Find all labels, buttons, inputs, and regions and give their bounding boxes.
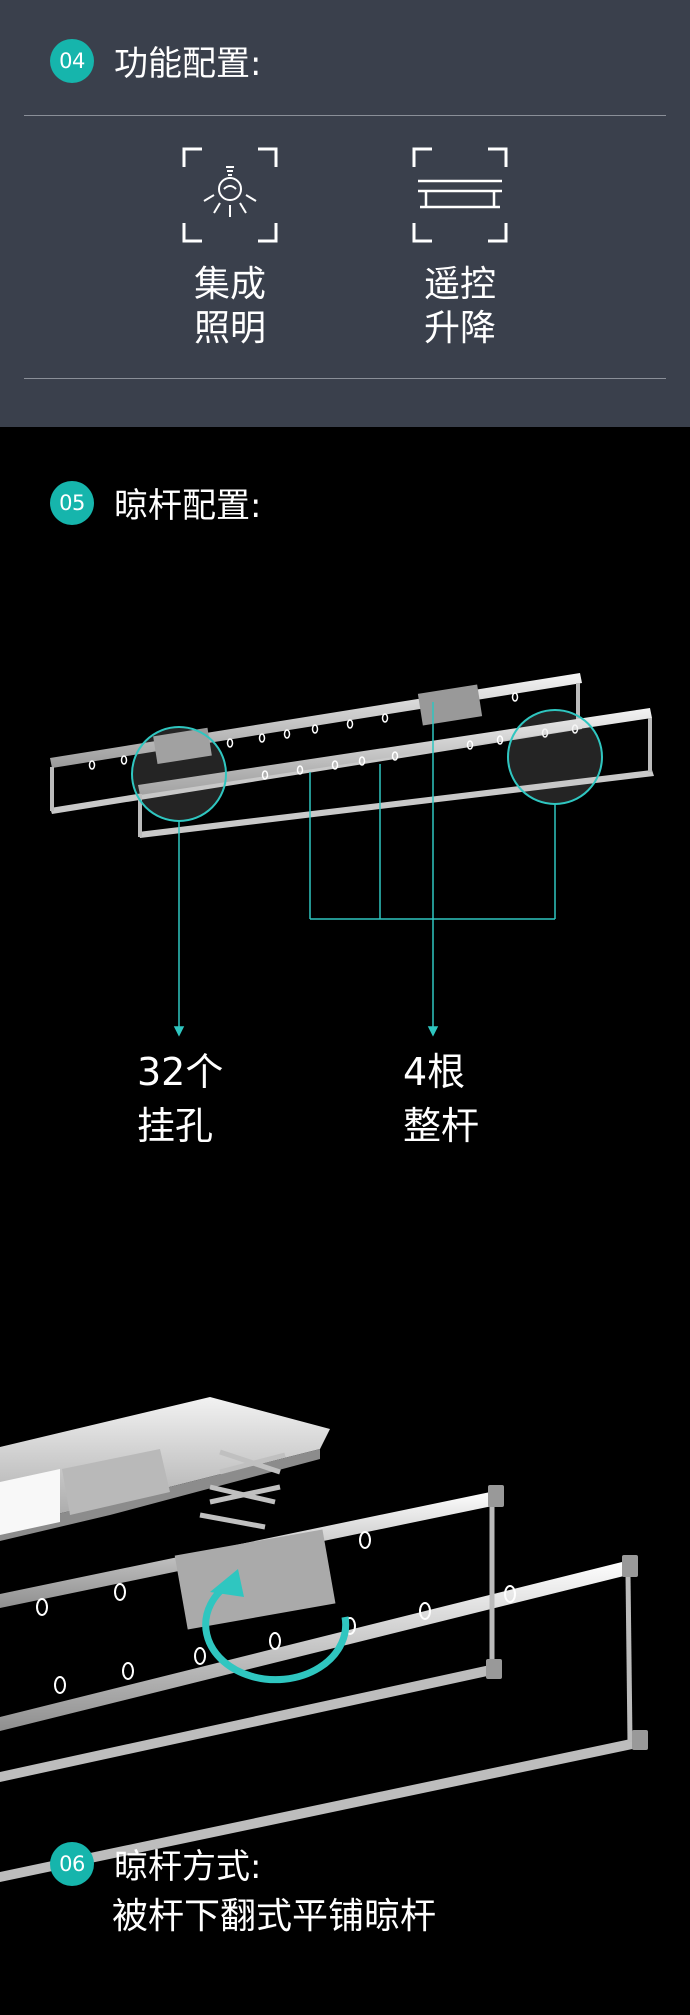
- feature-label-line2: 照明: [193, 308, 266, 349]
- callout-line1: 4根: [403, 1050, 466, 1094]
- rod-config-header: 05 晾杆配置:: [50, 478, 261, 527]
- feature-label-line1: 遥控: [423, 264, 496, 305]
- rack-icon: [412, 147, 508, 243]
- section-title: 晾杆配置:: [114, 486, 262, 526]
- feature-label-line1: 集成: [193, 264, 266, 305]
- section-title: 晾杆方式:: [114, 1847, 262, 1887]
- drying-rack-illustration: [50, 673, 654, 1037]
- callout-hanging-holes: 32个 挂孔: [137, 1045, 223, 1153]
- rod-method-section: 06 晾杆方式: 被杆下翻式平铺晾杆: [0, 1197, 690, 2015]
- rod-config-section: 05 晾杆配置:: [0, 427, 690, 1197]
- callout-line1: 32个: [137, 1050, 224, 1094]
- feature-label-line2: 升降: [423, 308, 496, 349]
- section-number-badge: 06: [50, 1841, 94, 1886]
- rod-method-header: 06 晾杆方式:: [50, 1839, 261, 1888]
- rod-method-subtitle: 被杆下翻式平铺晾杆: [112, 1896, 437, 1937]
- section-number-badge: 05: [50, 480, 94, 525]
- feature-remote-lift: 遥控 升降: [390, 145, 530, 351]
- function-config-section: 04 功能配置: 集成 照明: [0, 0, 690, 427]
- flip-rod-illustration: [0, 1397, 648, 1882]
- callout-line2: 挂孔: [137, 1104, 214, 1148]
- feature-integrated-lighting: 集成 照明: [160, 145, 300, 351]
- divider: [24, 378, 666, 379]
- callout-whole-rods: 4根 整杆: [403, 1045, 479, 1153]
- section-title: 功能配置:: [114, 44, 262, 84]
- function-config-header: 04 功能配置:: [50, 36, 261, 85]
- callout-line2: 整杆: [403, 1104, 480, 1148]
- section-number-badge: 04: [50, 38, 94, 83]
- bulb-icon: [182, 147, 278, 243]
- divider: [24, 115, 666, 116]
